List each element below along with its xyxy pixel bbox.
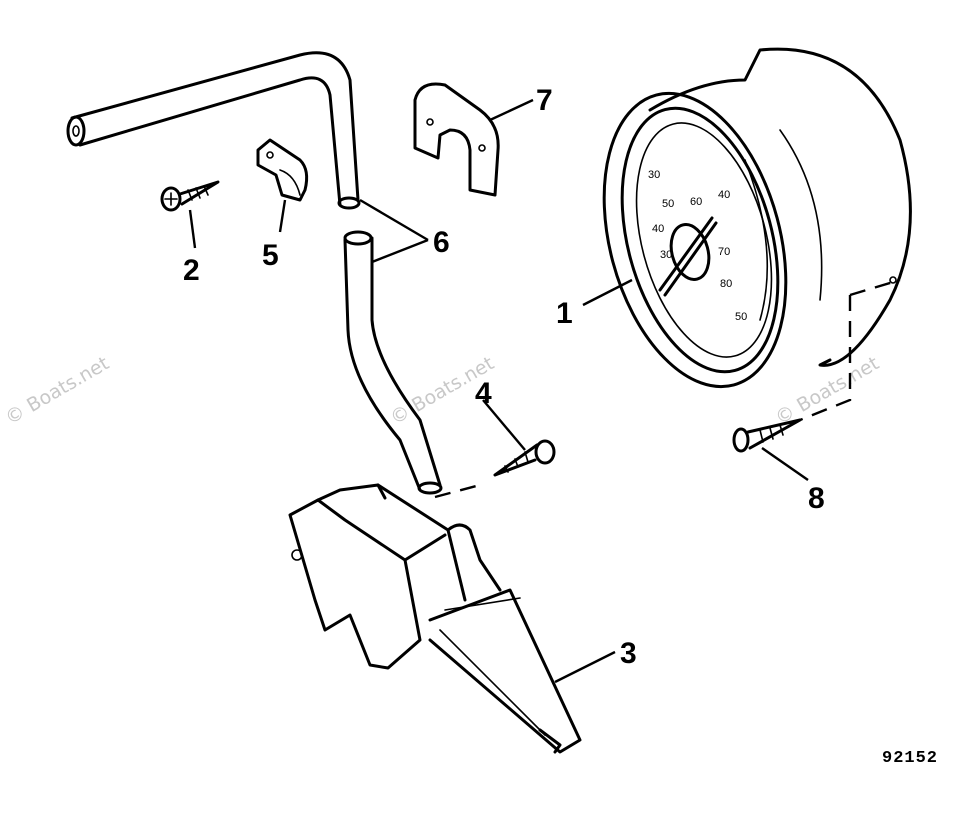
callout-2: 2 <box>183 254 200 287</box>
callout-4: 4 <box>475 377 492 410</box>
callout-7: 7 <box>536 84 553 117</box>
callout-6: 6 <box>433 226 450 259</box>
gauge-label: 80 <box>720 278 732 290</box>
gauge-label: 30 <box>648 169 660 181</box>
gauge-label: 50 <box>662 198 674 210</box>
part-6-hose-lower <box>343 230 443 495</box>
gauge-label: 30 <box>660 249 672 261</box>
callout-3: 3 <box>620 637 637 670</box>
callouts: 1 2 3 4 5 6 7 8 <box>183 84 825 670</box>
leader-lines <box>188 98 809 684</box>
part-6-hose-upper <box>66 51 361 210</box>
gauge-label: 40 <box>652 223 664 235</box>
part-7-retainer <box>413 82 500 197</box>
gauge-label: 50 <box>735 311 747 323</box>
part-5-clip <box>256 138 309 202</box>
part-4-screw <box>493 439 556 477</box>
gauge-label: 60 <box>690 196 702 208</box>
part-3-pickup-bracket <box>288 483 582 754</box>
callout-8: 8 <box>808 482 825 515</box>
part-2-screw <box>160 180 220 212</box>
callout-5: 5 <box>262 239 279 272</box>
figure-number: 92152 <box>882 749 938 768</box>
gauge-label: 40 <box>718 189 730 201</box>
part-8-screw <box>732 418 802 453</box>
watermark-left: © Boats.net <box>2 352 113 429</box>
gauge-label: 70 <box>718 246 730 258</box>
callout-1: 1 <box>556 297 573 330</box>
part-1-speedometer: 30 50 60 40 70 30 80 50 40 <box>602 47 912 422</box>
